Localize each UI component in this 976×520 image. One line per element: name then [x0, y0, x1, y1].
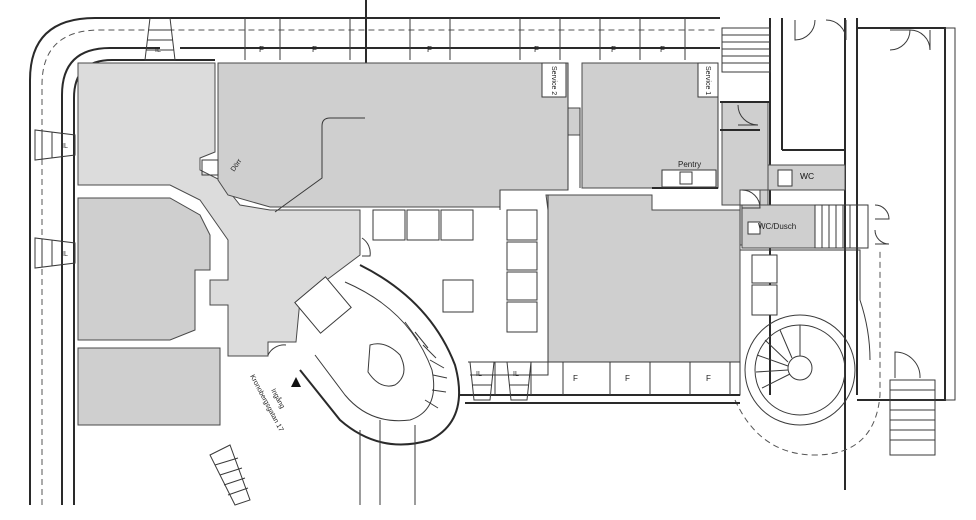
label-f-2: F [312, 45, 317, 54]
label-il-2: IL [62, 143, 68, 150]
label-pentry: Pentry [678, 160, 701, 169]
label-f-8: F [625, 374, 630, 383]
room-central [545, 194, 741, 363]
room-west-open [77, 62, 361, 357]
label-f-3: F [427, 45, 432, 54]
label-f-7: F [573, 374, 578, 383]
stairs-straight [209, 27, 936, 506]
room-west-low [77, 347, 221, 426]
right-wing-walls [734, 18, 956, 490]
label-f-6: F [660, 45, 665, 54]
rooms [77, 62, 846, 426]
service-1-box [697, 62, 719, 98]
entrance-arrow-icon [291, 377, 301, 387]
label-f-4: F [534, 45, 539, 54]
stair-west [299, 264, 461, 505]
il-wedges [34, 17, 532, 401]
label-il-4: IL [476, 371, 482, 378]
label-wc: WC [800, 171, 814, 181]
doors [267, 19, 931, 379]
label-f-9: F [706, 374, 711, 383]
internal-walls [201, 63, 770, 404]
label-il-3: IL [62, 251, 68, 258]
room-north-large [217, 62, 581, 208]
label-il-1: IL [155, 47, 161, 54]
label-f-1: F [259, 45, 264, 54]
storage-boxes [294, 209, 778, 334]
label-service-2: Service 2 [550, 66, 557, 95]
label-service-1: Service 1 [704, 66, 711, 95]
label-il-5: IL [513, 371, 519, 378]
label-wc-dusch: WC/Dusch [758, 222, 796, 231]
service-2-box [541, 62, 567, 98]
label-f-5: F [611, 45, 616, 54]
room-west-mid [77, 197, 211, 341]
stair-east [744, 314, 856, 426]
pentry-counter [661, 169, 793, 235]
